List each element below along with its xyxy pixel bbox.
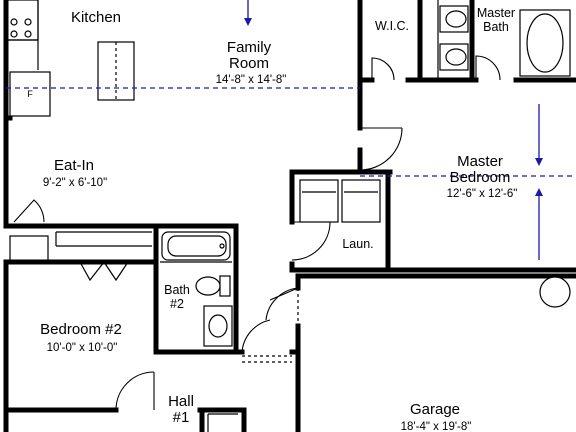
bath2-label-line2: #2 (170, 297, 184, 311)
arrow-down-icon (535, 158, 543, 166)
wic-label: W.I.C. (375, 19, 409, 33)
master-bedroom-size: 12'-6" x 12'-6" (447, 188, 518, 200)
eat-in-label: Eat-In (54, 157, 94, 174)
eat-in-size: 9'-2" x 6'-10" (43, 177, 107, 189)
laundry-label: Laun. (342, 237, 373, 251)
master-sink-lower (439, 43, 469, 71)
walls (3, 0, 576, 432)
arrow-up-icon (535, 188, 543, 196)
family-room-label-line2: Room (229, 55, 269, 72)
master-bath-label-line2: Bath (483, 20, 509, 34)
bath2-sink (203, 305, 233, 347)
master-bedroom-label-line2: Bedroom (450, 169, 511, 186)
fridge-label: F (27, 89, 33, 99)
arrow-down-icon (244, 18, 252, 26)
master-bedroom-label-line1: Master (457, 153, 503, 170)
hall1-label-line2: #1 (173, 409, 190, 426)
detail-lines (5, 0, 571, 432)
master-bath-label-line1: Master (477, 6, 515, 20)
garage-label: Garage (410, 401, 460, 418)
refrigerator: F (9, 71, 51, 117)
family-room-label-line1: Family (227, 39, 272, 56)
room-labels: Kitchen Family Room 14'-8" x 14'-8" W.I.… (40, 6, 517, 432)
hall1-label-line1: Hall (168, 393, 194, 410)
bedroom2-label: Bedroom #2 (40, 321, 122, 338)
fixtures: F (9, 5, 564, 347)
bedroom2-size: 10'-0" x 10'-0" (47, 342, 118, 354)
master-sink-upper (439, 5, 469, 33)
master-bathtub (526, 13, 564, 73)
garage-size: 18'-4" x 19'-8" (401, 421, 472, 432)
bath2-bathtub (161, 231, 231, 261)
family-room-size: 14'-8" x 14'-8" (216, 74, 287, 86)
doors (13, 55, 501, 411)
kitchen-label: Kitchen (71, 9, 121, 26)
bath2-toilet (195, 275, 231, 297)
bath2-label-line1: Bath (164, 283, 190, 297)
dimension-lines (6, 0, 576, 260)
